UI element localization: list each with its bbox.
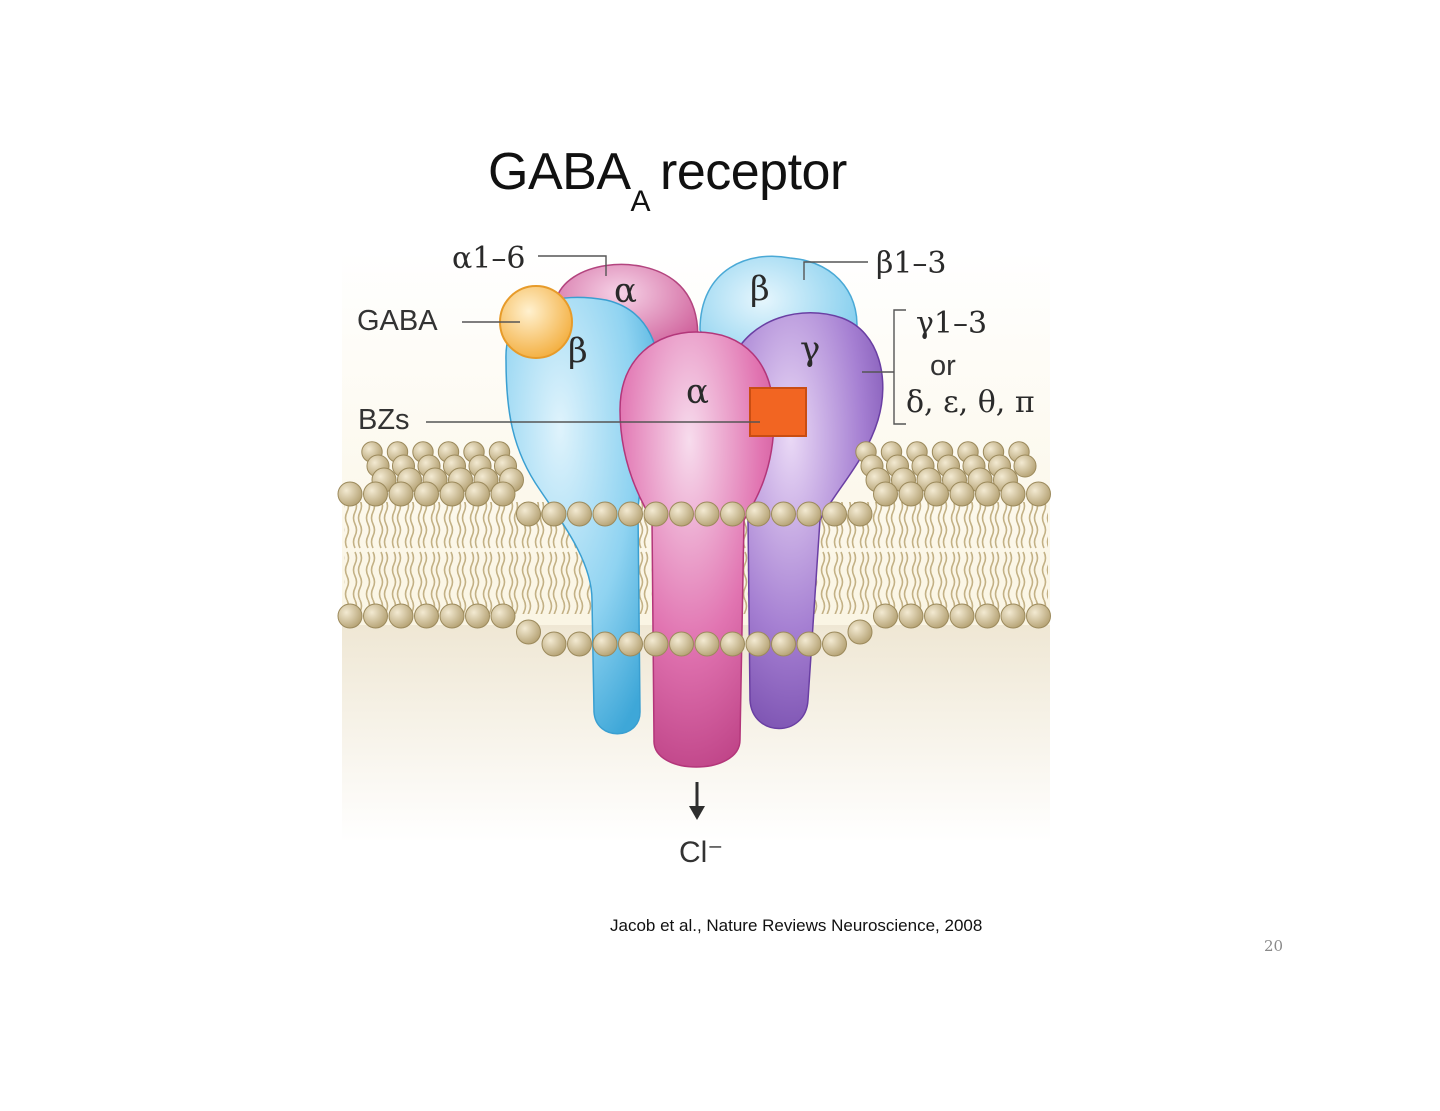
lipid-head [822,631,847,657]
lipid-head [516,619,541,645]
lipid-head [822,501,847,527]
lipid-head [516,501,541,527]
lipid-head [439,481,465,507]
lipid-head [465,603,490,629]
lipid-head [873,481,898,507]
lipid-head [771,501,796,527]
lipid-head [720,631,745,657]
lipid-head [949,603,975,629]
beta-family-label: β1–3 [876,246,947,281]
lipid-head [1026,603,1051,629]
alternative-subunits-label: δ, ε, θ, π [906,385,1035,420]
lipid-head [337,603,363,629]
chloride-ion-label: Cl⁻ [679,836,723,869]
beta-back-label: β [750,269,770,309]
lipid-head [1013,454,1037,478]
lipid-head [924,481,949,507]
lipid-head [541,631,567,657]
lipid-head [847,501,873,527]
lipid-head [337,481,363,507]
lipid-head [592,501,618,527]
lipid-head [414,481,439,507]
alpha-family-label: α1–6 [452,241,525,276]
or-label: or [930,350,956,382]
lipid-head [490,603,516,629]
chloride-flow-arrow [689,782,705,820]
gaba-label: GABA [357,305,438,337]
alpha-front-label: α [686,372,709,412]
lipid-head [618,501,643,527]
lipid-head [414,603,439,629]
lipid-head [694,501,720,527]
lipid-head [924,603,949,629]
lipid-head [771,631,796,657]
lipid-head [669,501,694,527]
lipid-head [567,631,592,657]
lipid-head [618,631,643,657]
citation-caption: Jacob et al., Nature Reviews Neuroscienc… [610,916,983,935]
lipid-head [465,481,490,507]
lipid-head [592,631,618,657]
lipid-head [541,501,567,527]
lipid-head [363,603,388,629]
page-number: 20 [1264,937,1284,955]
bzs-label: BZs [358,404,410,436]
gamma-label: γ [800,329,820,369]
gamma-family-label: γ1–3 [916,306,987,341]
lipid-head [1000,603,1026,629]
lipid-head [694,631,720,657]
lipid-head [796,501,822,527]
lipid-head [669,631,694,657]
beta-front-label: β [568,331,588,371]
lipid-head [388,481,414,507]
lipid-head [975,481,1000,507]
lipid-head [796,631,822,657]
alpha-back-label: α [614,271,637,311]
bz-binding-site [749,387,807,437]
lipid-head [847,619,873,645]
lipid-head [975,603,1000,629]
lipid-head [898,603,924,629]
lipid-head [363,481,388,507]
lipid-head [745,501,771,527]
lipid-head [439,603,465,629]
lipid-head [388,603,414,629]
lipid-head [1026,481,1051,507]
lipid-head [567,501,592,527]
lipid-head [643,631,669,657]
leader-lines [426,255,906,425]
lipid-head [949,481,975,507]
lipid-head [1000,481,1026,507]
lipid-head [490,481,516,507]
slide-title: GABAAreceptor [488,143,847,218]
lipid-head [745,631,771,657]
lipid-bilayer [337,441,1051,657]
lipid-head [720,501,745,527]
lipid-head [643,501,669,527]
lipid-head [898,481,924,507]
lipid-head [873,603,898,629]
